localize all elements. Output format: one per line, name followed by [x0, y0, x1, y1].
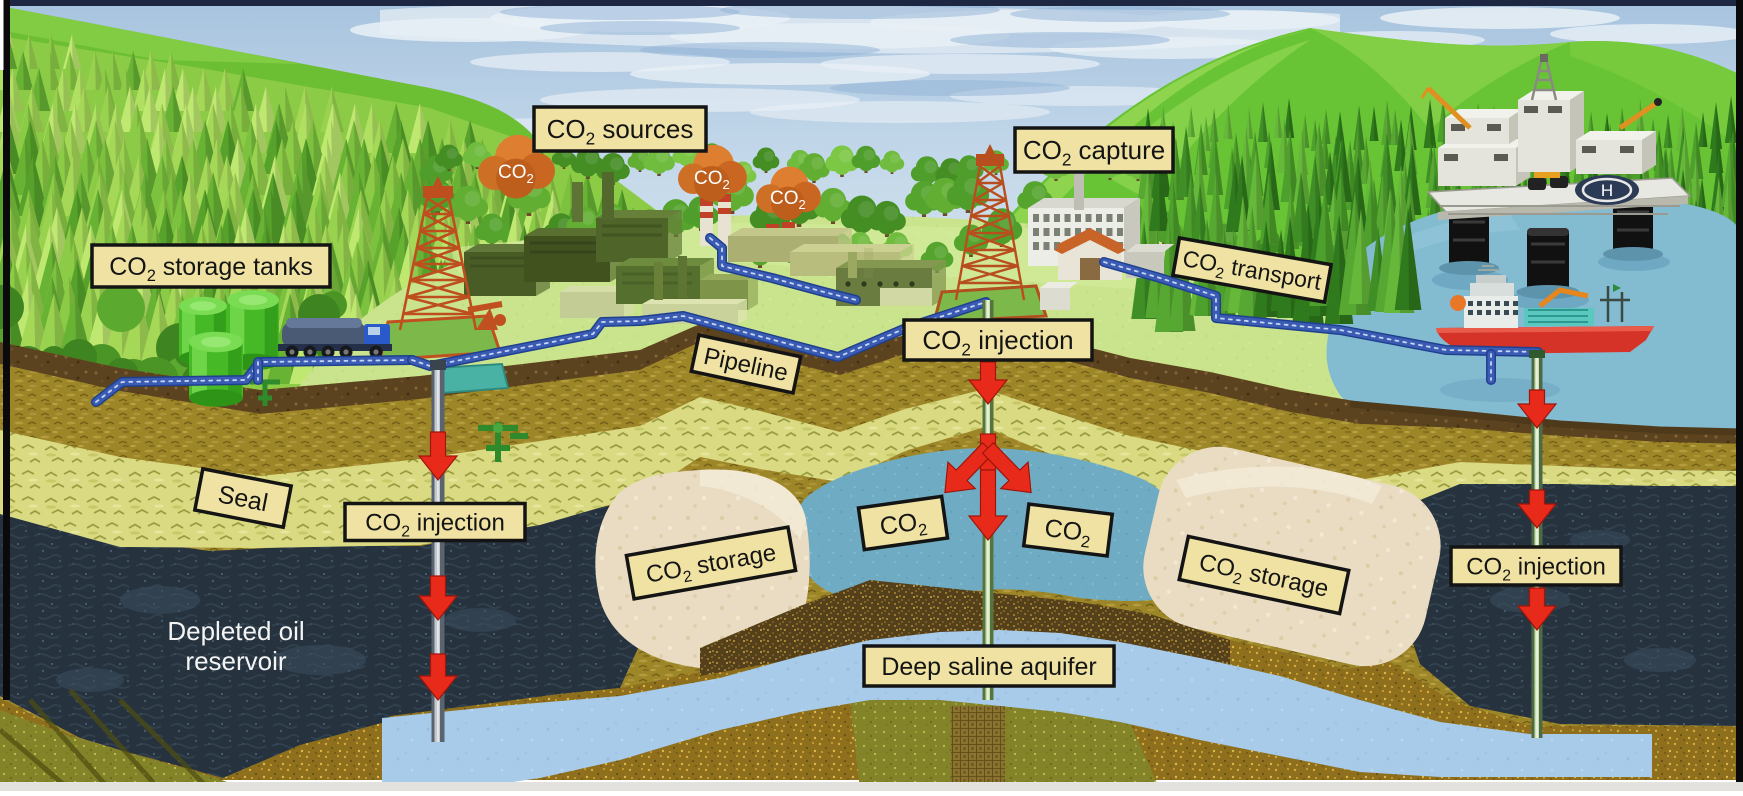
svg-text:CO2: CO2 — [498, 162, 534, 186]
svg-text:CO2: CO2 — [1043, 514, 1093, 552]
svg-text:CO2 injection: CO2 injection — [1466, 553, 1606, 584]
svg-text:Deep saline aquifer: Deep saline aquifer — [881, 653, 1096, 681]
svg-text:Depleted oil: Depleted oil — [167, 616, 304, 646]
svg-text:CO2 capture: CO2 capture — [1023, 135, 1165, 170]
svg-text:CO2: CO2 — [770, 188, 806, 212]
svg-text:reservoir: reservoir — [185, 646, 286, 676]
svg-text:H: H — [1601, 181, 1613, 200]
svg-text:CO2 injection: CO2 injection — [365, 509, 505, 540]
svg-text:CO2 sources: CO2 sources — [547, 114, 694, 149]
svg-text:CO2 storage tanks: CO2 storage tanks — [109, 253, 313, 285]
svg-text:CO2: CO2 — [878, 507, 929, 545]
svg-text:CO2 injection: CO2 injection — [922, 325, 1073, 360]
svg-text:CO2: CO2 — [694, 168, 730, 192]
